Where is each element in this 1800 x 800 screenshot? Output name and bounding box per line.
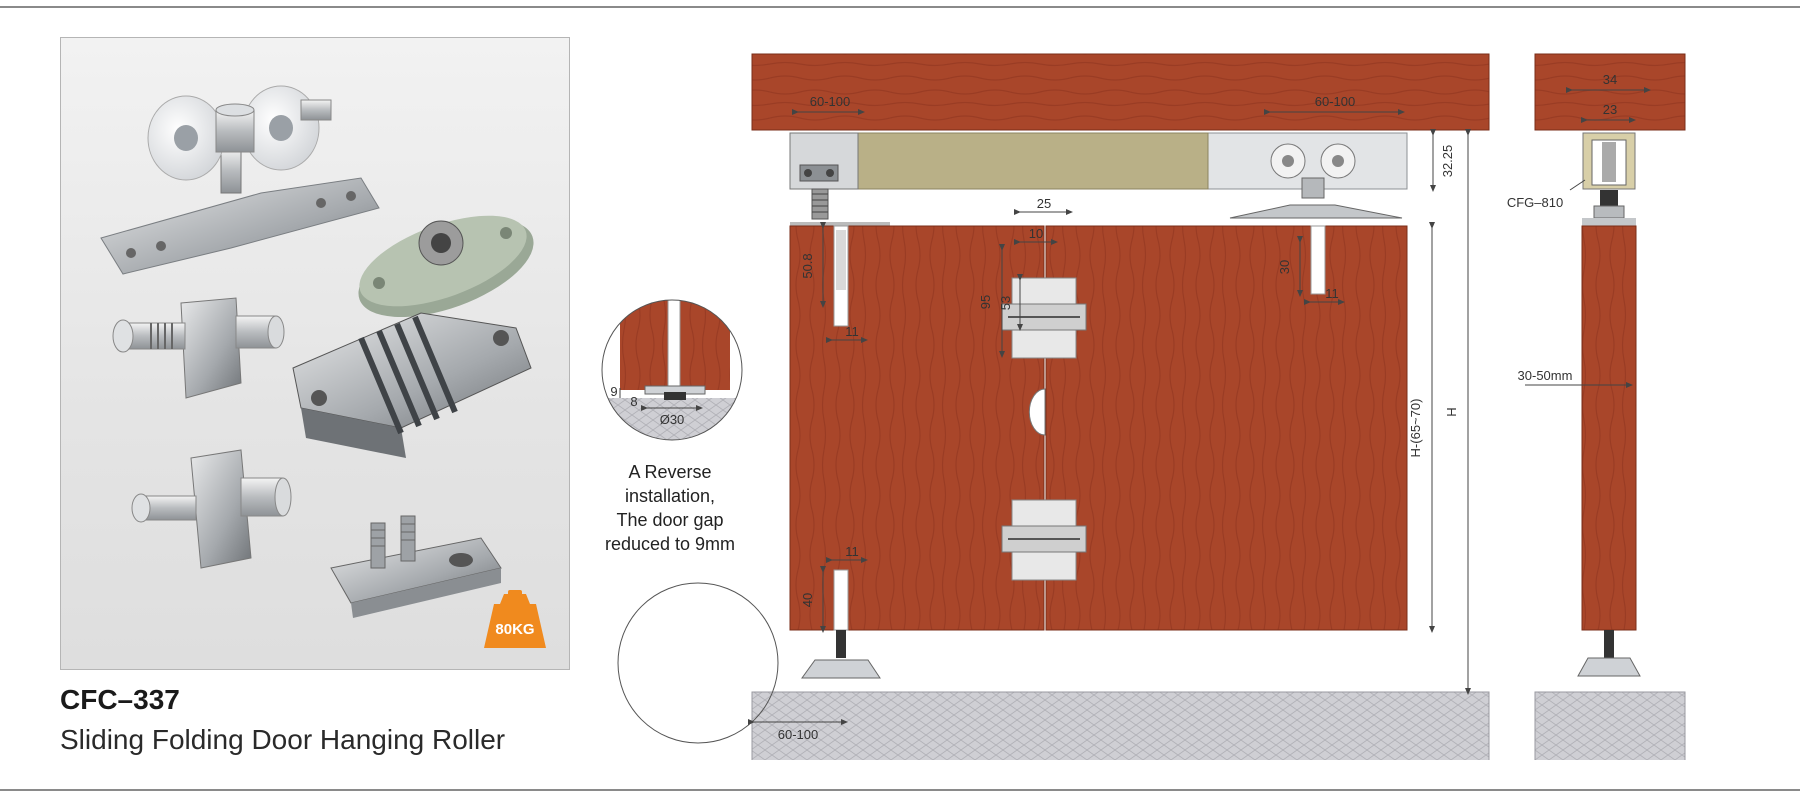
- dim-hinge-95: 95: [978, 295, 993, 309]
- dim-bottom-offset: 60-100: [778, 727, 818, 742]
- side-inner-width: 23: [1603, 102, 1617, 117]
- dim-top-left: 60-100: [810, 94, 850, 109]
- header-beam: [751, 53, 1490, 131]
- door-panel-right: [1045, 225, 1408, 631]
- bottom-rule: [0, 789, 1800, 791]
- dim-top-pin-height: 50.8: [800, 253, 815, 278]
- detail-small: 8: [630, 394, 637, 409]
- dim-hinge-53: 53: [998, 296, 1013, 310]
- weight-label: 80KG: [495, 621, 534, 638]
- dim-door-height: H-(65~70): [1408, 399, 1423, 458]
- detail-gap: 9: [610, 384, 617, 399]
- note-line-1: A Reverse: [628, 462, 712, 482]
- dim-top-pin-offset: 11: [845, 324, 859, 339]
- reverse-installation-note: A Reverse installation, The door gap red…: [600, 460, 740, 556]
- bearing-plate-part: [358, 215, 534, 318]
- product-name: Sliding Folding Door Hanging Roller: [60, 724, 506, 755]
- spring-pin-part: [112, 297, 285, 399]
- product-code: CFC–337: [60, 684, 180, 715]
- product-parts-illustration: [100, 85, 534, 618]
- dim-track-height: 32.25: [1440, 145, 1455, 178]
- dim-hinge-spacing: 25: [1037, 196, 1051, 211]
- dim-bottom-pin-offset: 11: [845, 544, 859, 559]
- note-line-3: The door gap: [616, 510, 724, 530]
- side-track-width: 34: [1603, 72, 1617, 87]
- dim-roller-pin-height: 30: [1277, 260, 1292, 274]
- side-section-view: [1525, 53, 1686, 760]
- note-line-4: reduced to 9mm: [604, 534, 736, 554]
- product-photo-panel: [60, 37, 570, 670]
- hinge-upper: [1001, 277, 1087, 359]
- dim-roller-pin-offset: 11: [1325, 286, 1339, 301]
- dim-hinge-small: 10: [1029, 226, 1043, 241]
- hanging-roller-part: [100, 85, 380, 275]
- hinge-lower: [1001, 499, 1087, 581]
- note-line-2: installation,: [624, 486, 716, 506]
- reverse-installation-detail: 9 8 Ø30: [601, 299, 743, 441]
- clamp-block-part: [330, 515, 502, 618]
- handle-recess: [1028, 388, 1046, 436]
- track-cover: [857, 132, 1209, 190]
- floor: [751, 691, 1490, 760]
- door-panel-left: [789, 225, 1045, 631]
- roller-in-track: [1270, 143, 1356, 199]
- roller-pin-slot: [1310, 225, 1326, 295]
- door-thickness-label: 30-50mm: [1518, 368, 1573, 383]
- detail-diameter: Ø30: [660, 412, 685, 427]
- concealed-hinge-part: [292, 312, 532, 458]
- dim-total-height: H: [1444, 407, 1459, 416]
- technical-drawing: 60-100 60-100 32.25 25 10 95 53 50.8 11 …: [601, 53, 1686, 760]
- weight-badge: 80KG: [484, 590, 546, 648]
- dim-top-right: 60-100: [1315, 94, 1355, 109]
- pivot-pin-part: [131, 449, 292, 569]
- bottom-pin-slot: [833, 569, 849, 631]
- bottom-detail-circle: [617, 582, 779, 744]
- top-rule: [0, 6, 1800, 8]
- dim-bottom-pin-height: 40: [800, 593, 815, 607]
- side-model-label: CFG–810: [1507, 195, 1563, 210]
